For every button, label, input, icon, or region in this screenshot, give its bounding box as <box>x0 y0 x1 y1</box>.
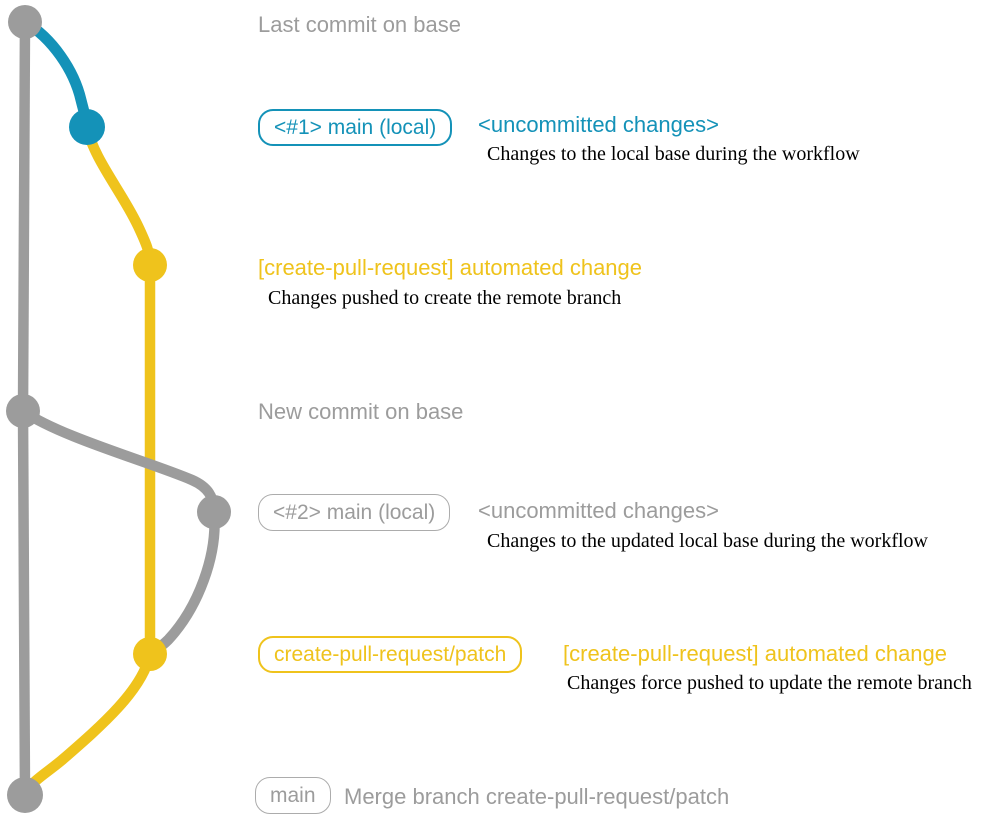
uncommitted-changes-caption-2: Changes to the updated local base during… <box>487 530 928 552</box>
branch-badge-patch: create-pull-request/patch <box>258 636 523 673</box>
commit-node-last-commit <box>8 5 42 39</box>
commit-node-uncommitted-1 <box>69 109 105 145</box>
branch-badge-main-local-1: <#1> main (local) <box>258 109 453 146</box>
uncommitted-changes-caption-1: Changes to the local base during the wor… <box>487 143 860 165</box>
commit-node-new-commit <box>6 394 40 428</box>
branch-edge-uncommitted-2 <box>17 405 220 518</box>
automated-change-title-1: [create-pull-request] automated change <box>258 255 643 280</box>
new-commit-label: New commit on base <box>258 399 464 424</box>
automated-change-caption-2: Changes force pushed to update the remot… <box>567 672 972 694</box>
automated-change-title-2: [create-pull-request] automated change <box>563 641 948 666</box>
branch-badge-main-local-2: <#2> main (local) <box>258 494 451 531</box>
branch-badge-main: main <box>255 777 331 814</box>
commit-node-merge <box>7 777 43 813</box>
last-commit-label: Last commit on base <box>258 12 461 37</box>
branch-edge-uncommitted-1 <box>19 16 93 133</box>
commit-node-automated-change-2 <box>133 637 167 671</box>
branch-edge-force-push <box>144 506 220 660</box>
uncommitted-changes-title-2: <uncommitted changes> <box>478 498 719 523</box>
commit-node-uncommitted-2 <box>197 495 231 529</box>
automated-change-caption-1: Changes pushed to create the remote bran… <box>268 287 622 309</box>
uncommitted-changes-title-1: <uncommitted changes> <box>478 112 719 137</box>
branch-edge-merge <box>19 648 156 801</box>
branch-edge-automated-1 <box>81 121 156 271</box>
merge-commit-label: Merge branch create-pull-request/patch <box>344 784 730 809</box>
commit-node-automated-change-1 <box>133 248 167 282</box>
